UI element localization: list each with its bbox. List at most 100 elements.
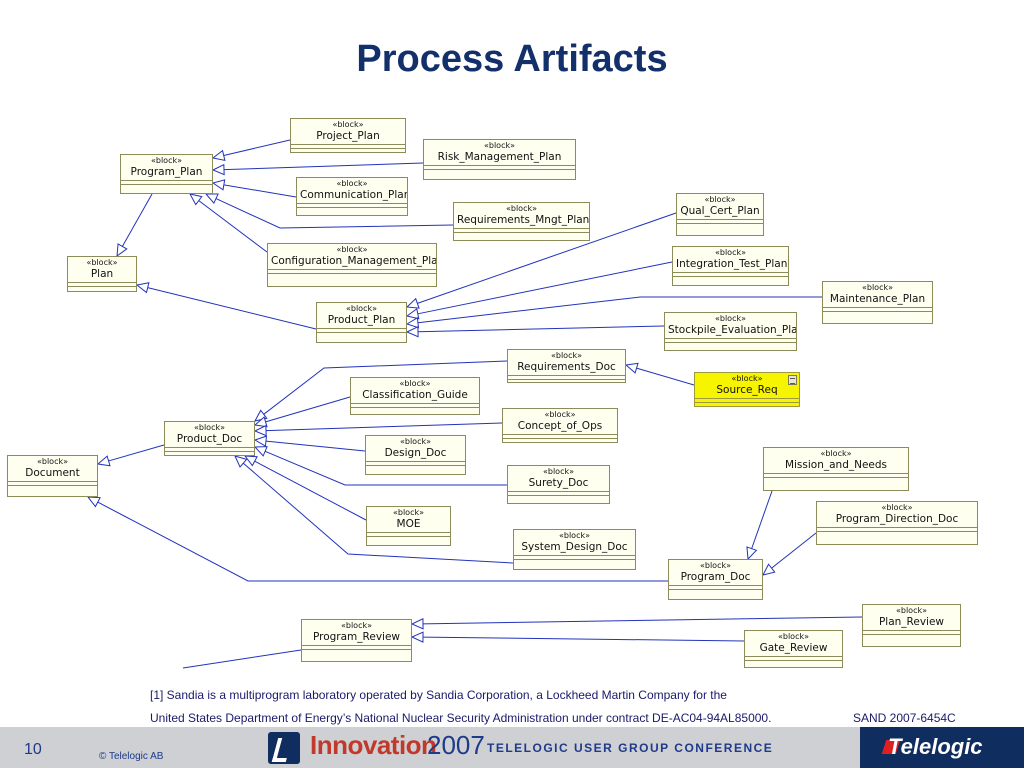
block-gate-review[interactable]: «block»Gate_Review xyxy=(744,630,843,668)
requirement-icon xyxy=(788,375,797,385)
edge-integration-test-plan-to-product-plan xyxy=(417,261,673,315)
edge-classification-guide-to-product-doc xyxy=(265,396,351,423)
edge-qual-cert-plan-to-product-plan xyxy=(417,212,677,304)
block-header: «block»Plan_Review xyxy=(863,605,960,630)
block-compartment xyxy=(503,438,617,442)
innovation-word: Innovation xyxy=(310,730,437,760)
block-product-plan[interactable]: «block»Product_Plan xyxy=(316,302,407,343)
block-compartment xyxy=(121,180,212,184)
generalization-arrowhead xyxy=(405,308,420,320)
block-design-doc[interactable]: «block»Design_Doc xyxy=(365,435,466,475)
block-name: MOE xyxy=(396,518,421,530)
block-program-review[interactable]: «block»Program_Review xyxy=(301,619,412,662)
generalization-arrowhead xyxy=(211,179,226,191)
block-header: «block»Source_Req xyxy=(695,373,799,398)
block-configuration-management-plan[interactable]: «block»Configuration_Management_Plan xyxy=(267,243,437,287)
block-compartment xyxy=(366,461,465,465)
block-product-doc[interactable]: «block»Product_Doc xyxy=(164,421,255,456)
generalization-arrowhead xyxy=(96,455,111,467)
stereotype-label: «block» xyxy=(544,410,576,419)
block-name: Stockpile_Evaluation_Plan xyxy=(668,324,796,336)
generalization-arrowhead xyxy=(405,297,420,309)
edge-moe-to-product-doc xyxy=(254,460,367,521)
block-name: Plan_Review xyxy=(878,616,945,628)
block-compartment xyxy=(665,342,796,346)
block-compartment xyxy=(508,491,609,495)
block-qual-cert-plan[interactable]: «block»Qual_Cert_Plan xyxy=(676,193,764,236)
block-header: «block»Requirements_Mngt_Plan xyxy=(454,203,589,228)
edge-plan-review-to-program-review xyxy=(422,616,863,625)
block-compartment xyxy=(297,203,407,207)
block-header: «block»Mission_and_Needs xyxy=(764,448,908,473)
block-surety-doc[interactable]: «block»Surety_Doc xyxy=(507,465,610,504)
block-compartment xyxy=(424,169,575,173)
sand-number: SAND 2007-6454C xyxy=(853,711,956,725)
block-compartment xyxy=(673,276,788,280)
block-compartment xyxy=(8,485,97,489)
stereotype-label: «block» xyxy=(699,561,731,570)
block-requirements-mngt-plan[interactable]: «block»Requirements_Mngt_Plan xyxy=(453,202,590,241)
block-name: Program_Direction_Doc xyxy=(835,513,959,525)
block-header: «block»Document xyxy=(8,456,97,481)
block-header: «block»Program_Doc xyxy=(669,560,762,585)
block-program-doc[interactable]: «block»Program_Doc xyxy=(668,559,763,600)
generalization-arrowhead xyxy=(253,424,267,437)
stereotype-label: «block» xyxy=(820,449,852,458)
block-compartment xyxy=(317,328,406,332)
block-compartment xyxy=(291,144,405,148)
block-source-req[interactable]: «block»Source_Req xyxy=(694,372,800,407)
block-plan-review[interactable]: «block»Plan_Review xyxy=(862,604,961,647)
block-compartment xyxy=(745,656,842,660)
block-name: Project_Plan xyxy=(316,130,380,142)
block-compartment xyxy=(367,532,450,536)
block-moe[interactable]: «block»MOE xyxy=(366,506,451,546)
block-compartment xyxy=(514,555,635,559)
block-compartment xyxy=(68,286,136,290)
block-compartment xyxy=(454,232,589,236)
block-compartment xyxy=(297,207,407,211)
block-header: «block»Program_Direction_Doc xyxy=(817,502,977,527)
block-header: «block»Plan xyxy=(68,257,136,282)
generalization-arrowhead xyxy=(204,193,219,205)
block-maintenance-plan[interactable]: «block»Maintenance_Plan xyxy=(822,281,933,324)
block-stockpile-evaluation-plan[interactable]: «block»Stockpile_Evaluation_Plan xyxy=(664,312,797,351)
page-number: 10 xyxy=(24,741,42,758)
edge-product-doc-to-document xyxy=(108,444,165,462)
block-name: Surety_Doc xyxy=(528,477,589,489)
block-classification-guide[interactable]: «block»Classification_Guide xyxy=(350,377,480,415)
generalization-arrowhead xyxy=(211,149,226,162)
block-compartment xyxy=(366,465,465,469)
edge-program-plan-to-plan xyxy=(121,193,153,247)
generalization-arrowhead xyxy=(410,618,424,630)
block-concept-of-ops[interactable]: «block»Concept_of_Ops xyxy=(502,408,618,443)
stereotype-label: «block» xyxy=(861,283,893,292)
block-integration-test-plan[interactable]: «block»Integration_Test_Plan xyxy=(672,246,789,286)
edge-requirements-mngt-plan-to-program-plan xyxy=(215,198,454,229)
generalization-arrowhead xyxy=(410,631,424,643)
block-project-plan[interactable]: «block»Project_Plan xyxy=(290,118,406,153)
block-compartment xyxy=(8,481,97,485)
block-name: Plan xyxy=(90,268,114,280)
generalization-arrowhead xyxy=(253,416,268,428)
block-header: «block»System_Design_Doc xyxy=(514,530,635,555)
block-name: Requirements_Doc xyxy=(517,361,616,373)
block-requirements-doc[interactable]: «block»Requirements_Doc xyxy=(507,349,626,383)
block-compartment xyxy=(695,398,799,402)
block-document[interactable]: «block»Document xyxy=(7,455,98,497)
telelogic-logo: Telelogic xyxy=(860,727,1024,768)
block-name: Mission_and_Needs xyxy=(784,459,888,471)
block-compartment xyxy=(367,536,450,540)
block-communication-plan[interactable]: «block»Communication_Plan xyxy=(296,177,408,216)
block-header: «block»Risk_Management_Plan xyxy=(424,140,575,165)
block-risk-management-plan[interactable]: «block»Risk_Management_Plan xyxy=(423,139,576,180)
block-system-design-doc[interactable]: «block»System_Design_Doc xyxy=(513,529,636,570)
block-compartment xyxy=(677,223,763,227)
block-plan[interactable]: «block»Plan xyxy=(67,256,137,292)
edge-program-direction-doc-to-program-doc xyxy=(771,532,817,569)
block-program-direction-doc[interactable]: «block»Program_Direction_Doc xyxy=(816,501,978,545)
block-program-plan[interactable]: «block»Program_Plan xyxy=(120,154,213,194)
stereotype-label: «block» xyxy=(550,351,582,360)
block-mission-and-needs[interactable]: «block»Mission_and_Needs xyxy=(763,447,909,491)
